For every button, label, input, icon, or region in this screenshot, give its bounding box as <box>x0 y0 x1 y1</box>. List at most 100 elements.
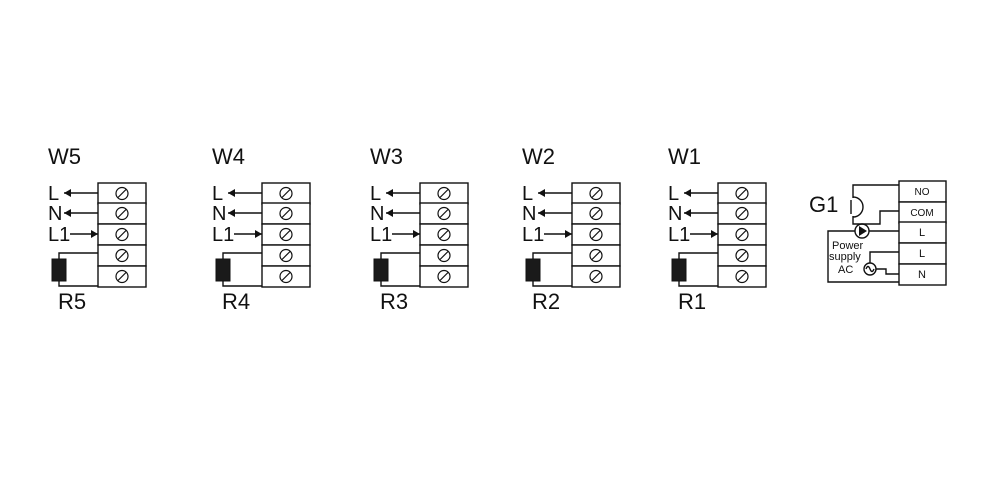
screw-slot <box>737 230 747 239</box>
pump-arrow-icon <box>859 226 867 236</box>
relay-wire-bottom <box>58 281 98 287</box>
relay-wire-bottom <box>222 281 262 287</box>
relay-label: R2 <box>532 289 560 314</box>
arrow-left-icon <box>538 209 545 217</box>
wire-label: L <box>370 183 381 205</box>
screw-slot <box>281 230 291 239</box>
zone-title: W4 <box>212 144 245 169</box>
arrow-right-icon <box>413 230 420 238</box>
wire-label: L1 <box>668 224 690 246</box>
arrow-left-icon <box>64 189 71 197</box>
relay-wire-bottom <box>380 281 420 287</box>
screw-slot <box>439 209 449 218</box>
wire-label: L1 <box>370 224 392 246</box>
screw-slot <box>439 230 449 239</box>
screw-slot <box>439 272 449 281</box>
power-label-3: AC <box>838 264 853 276</box>
power-label-2: supply <box>829 251 861 263</box>
screw-slot <box>281 251 291 260</box>
zone-title: W2 <box>522 144 555 169</box>
wire-label: L1 <box>522 224 544 246</box>
wire-label: N <box>370 203 384 225</box>
arrow-left-icon <box>228 209 235 217</box>
zone-title: W5 <box>48 144 81 169</box>
screw-slot <box>281 272 291 281</box>
screw-slot <box>117 251 127 260</box>
screw-slot <box>591 189 601 198</box>
screw-slot <box>737 272 747 281</box>
arrow-left-icon <box>386 189 393 197</box>
relay-icon <box>525 258 541 282</box>
screw-slot <box>117 230 127 239</box>
relay-icon <box>373 258 389 282</box>
screw-slot <box>281 209 291 218</box>
wire-label: L <box>522 183 533 205</box>
relay-icon <box>215 258 231 282</box>
screw-slot <box>591 209 601 218</box>
boiler-terminal-label: L <box>919 248 925 260</box>
boiler-contact-icon <box>852 196 864 218</box>
screw-slot <box>117 272 127 281</box>
screw-slot <box>439 251 449 260</box>
ac-wave-icon <box>865 265 875 273</box>
boiler-terminal-label: N <box>918 269 926 281</box>
wire-label: N <box>522 203 536 225</box>
relay-icon <box>671 258 687 282</box>
screw-slot <box>591 230 601 239</box>
boiler-label: G1 <box>809 192 838 217</box>
boiler-terminal-label: COM <box>910 208 933 219</box>
wire-no <box>852 184 899 198</box>
zone-title: W1 <box>668 144 701 169</box>
screw-slot <box>439 189 449 198</box>
arrow-right-icon <box>711 230 718 238</box>
screw-slot <box>281 189 291 198</box>
relay-wire-top <box>380 252 420 259</box>
arrow-left-icon <box>386 209 393 217</box>
screw-slot <box>591 272 601 281</box>
relay-wire-top <box>678 252 718 259</box>
screw-slot <box>737 209 747 218</box>
wire-label: N <box>48 203 62 225</box>
arrow-left-icon <box>228 189 235 197</box>
screw-slot <box>591 251 601 260</box>
arrow-right-icon <box>565 230 572 238</box>
wire-label: L1 <box>48 224 70 246</box>
screw-slot <box>117 189 127 198</box>
arrow-left-icon <box>684 209 691 217</box>
arrow-left-icon <box>684 189 691 197</box>
screw-slot <box>737 189 747 198</box>
wire-label: L1 <box>212 224 234 246</box>
wire-ac-l <box>869 251 899 263</box>
relay-wire-bottom <box>532 281 572 287</box>
wire-label: N <box>668 203 682 225</box>
power-label-1: Power <box>832 240 864 252</box>
relay-icon <box>51 258 67 282</box>
arrow-right-icon <box>91 230 98 238</box>
wire-label: L <box>48 183 59 205</box>
boiler-terminal-label: NO <box>915 187 930 198</box>
wire-pump-return <box>827 230 899 283</box>
relay-wire-top <box>222 252 262 259</box>
wire-label: N <box>212 203 226 225</box>
arrow-left-icon <box>538 189 545 197</box>
relay-label: R1 <box>678 289 706 314</box>
screw-slot <box>737 251 747 260</box>
wire-label: L <box>212 183 223 205</box>
relay-label: R4 <box>222 289 250 314</box>
relay-wire-top <box>532 252 572 259</box>
relay-wire-bottom <box>678 281 718 287</box>
wire-com <box>852 210 899 225</box>
relay-wire-top <box>58 252 98 259</box>
wire-ac-n <box>876 268 899 275</box>
zone-title: W3 <box>370 144 403 169</box>
screw-slot <box>117 209 127 218</box>
relay-label: R5 <box>58 289 86 314</box>
